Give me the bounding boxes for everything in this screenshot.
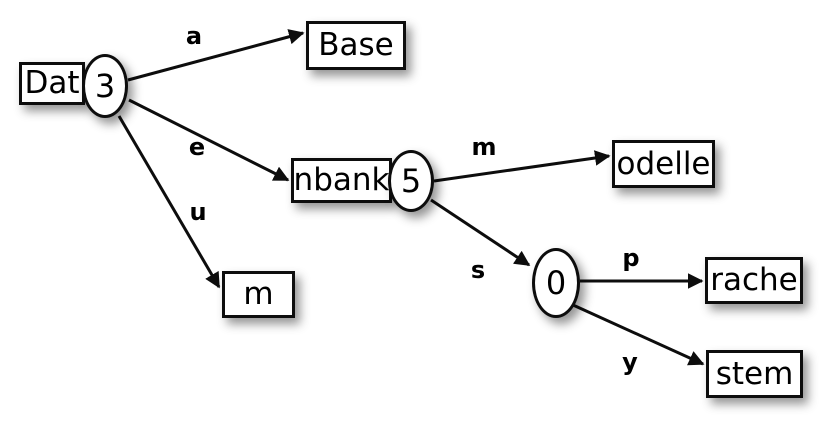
node-5[interactable]: 5: [388, 150, 434, 212]
edge-label-s: s: [470, 256, 486, 284]
node-m[interactable]: m: [222, 271, 295, 318]
edge-s: [430, 198, 531, 267]
edge-label-y: y: [622, 348, 638, 376]
edge-e: [128, 98, 290, 182]
node-label: stem: [715, 355, 794, 392]
node-0[interactable]: 0: [532, 248, 580, 318]
edge-m: [433, 150, 611, 183]
edge-label-p: p: [622, 244, 640, 272]
node-label: 3: [94, 67, 116, 105]
node-label: rache: [710, 262, 798, 298]
node-3[interactable]: 3: [82, 54, 128, 118]
node-rache[interactable]: rache: [705, 257, 803, 304]
edge-label-a: a: [185, 22, 203, 50]
node-stem[interactable]: stem: [706, 350, 803, 398]
node-label: m: [243, 276, 274, 312]
edge-label-u: u: [189, 198, 207, 226]
node-label: odelle: [616, 145, 711, 182]
node-label: 0: [545, 264, 567, 302]
node-base[interactable]: Base: [306, 21, 406, 70]
edge-y: [572, 303, 705, 366]
node-label: 5: [400, 162, 422, 200]
edge-u: [117, 115, 221, 289]
node-label: Dat: [24, 65, 80, 101]
node-label: nbank: [293, 162, 390, 198]
node-odelle[interactable]: odelle: [612, 140, 715, 188]
node-label: Base: [318, 27, 394, 63]
edge-label-m: m: [471, 133, 497, 161]
node-dat[interactable]: Dat: [19, 62, 85, 105]
edge-a: [127, 29, 305, 82]
edge-label-e: e: [188, 133, 206, 161]
node-nbank[interactable]: nbank: [291, 158, 392, 203]
